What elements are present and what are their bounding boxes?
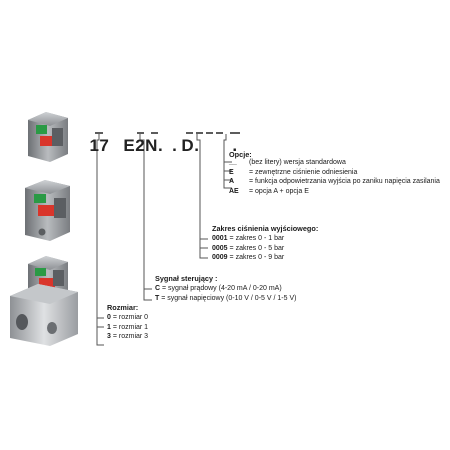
signal-callout-line <box>139 134 152 301</box>
product-images <box>10 112 78 346</box>
option-key: E <box>229 168 234 176</box>
regulator-size-3-image <box>10 256 78 346</box>
option-key: __ <box>229 159 237 166</box>
regulator-size-0-image <box>28 112 68 162</box>
signal-heading: Sygnał sterujący : <box>155 274 218 283</box>
option-text: = zewnętrzne ciśnienie odniesienia <box>249 168 358 176</box>
code-dot: . <box>172 136 178 155</box>
pressure-text: = zakres 0 - 9 bar <box>229 254 285 261</box>
size-heading: Rozmiar: <box>107 303 139 312</box>
size-callout-line <box>96 134 104 346</box>
signal-row: C = sygnał prądowy (4-20 mA / 0-20 mA) <box>155 284 296 294</box>
pressure-text: = zakres 0 - 1 bar <box>229 235 285 242</box>
size-key: 0 <box>107 314 111 321</box>
option-row: A = funkcja odpowietrzania wyjścia po zan… <box>229 177 440 187</box>
options-heading: Opcje: <box>229 150 252 159</box>
size-key: 1 <box>107 323 111 331</box>
option-row: E = zewnętrzne ciśnienie odniesienia <box>229 168 440 178</box>
option-key: AE <box>229 187 239 195</box>
code-prefix: 17 <box>89 136 110 155</box>
size-key: 3 <box>107 333 111 340</box>
pressure-key: 0009 <box>212 254 228 261</box>
pressure-row: 0005 = zakres 0 - 5 bar <box>212 244 284 254</box>
size-row: 3 = rozmiar 3 <box>107 332 148 342</box>
size-text: = rozmiar 1 <box>112 323 149 331</box>
signal-key: C <box>155 285 161 292</box>
signal-row: T = sygnał napięciowy (0-10 V / 0-5 V / … <box>155 294 296 304</box>
size-row: 1 = rozmiar 1 <box>107 323 148 333</box>
option-text: = funkcja odpowietrzania wyjścia po zani… <box>249 178 440 185</box>
options-list: __ (bez litery) wersja standardowa E = zew… <box>229 158 440 196</box>
code-d: D <box>181 136 195 155</box>
code-dot: . <box>232 136 238 155</box>
pressure-list: 0001 = zakres 0 - 1 bar 0005 = zakres 0 … <box>212 234 284 263</box>
option-row: AE = opcja A + opcja E <box>229 187 440 197</box>
pressure-key: 0001 <box>212 235 228 242</box>
option-text: (bez litery) wersja standardowa <box>249 159 346 166</box>
pressure-text: = zakres 0 - 5 bar <box>229 244 285 252</box>
regulator-size-1-image <box>25 180 70 241</box>
option-row: __ (bez litery) wersja standardowa <box>229 158 440 168</box>
pressure-heading: Zakres ciśnienia wyjściowego: <box>212 224 319 233</box>
pressure-row: 0009 = zakres 0 - 9 bar <box>212 253 284 263</box>
size-text: = rozmiar 3 <box>112 333 149 340</box>
signal-list: C = sygnał prądowy (4-20 mA / 0-20 mA) T… <box>155 284 296 303</box>
signal-text: = sygnał napięciowy (0-10 V / 0-5 V / 1-… <box>161 294 297 302</box>
pressure-key: 0005 <box>212 244 228 252</box>
size-text: = rozmiar 0 <box>112 314 149 321</box>
size-list: 0 = rozmiar 0 1 = rozmiar 1 3 = rozmiar … <box>107 313 148 342</box>
options-callout-line <box>223 134 232 189</box>
signal-text: = sygnał prądowy (4-20 mA / 0-20 mA) <box>162 285 282 292</box>
code-series: E2N. <box>123 136 164 155</box>
size-row: 0 = rozmiar 0 <box>107 313 148 323</box>
code-dot: . <box>194 136 200 155</box>
option-key: A <box>229 178 235 185</box>
pressure-row: 0001 = zakres 0 - 1 bar <box>212 234 284 244</box>
pressure-callout-line <box>196 134 208 259</box>
option-text: = opcja A + opcja E <box>249 187 309 195</box>
signal-key: T <box>155 294 160 302</box>
